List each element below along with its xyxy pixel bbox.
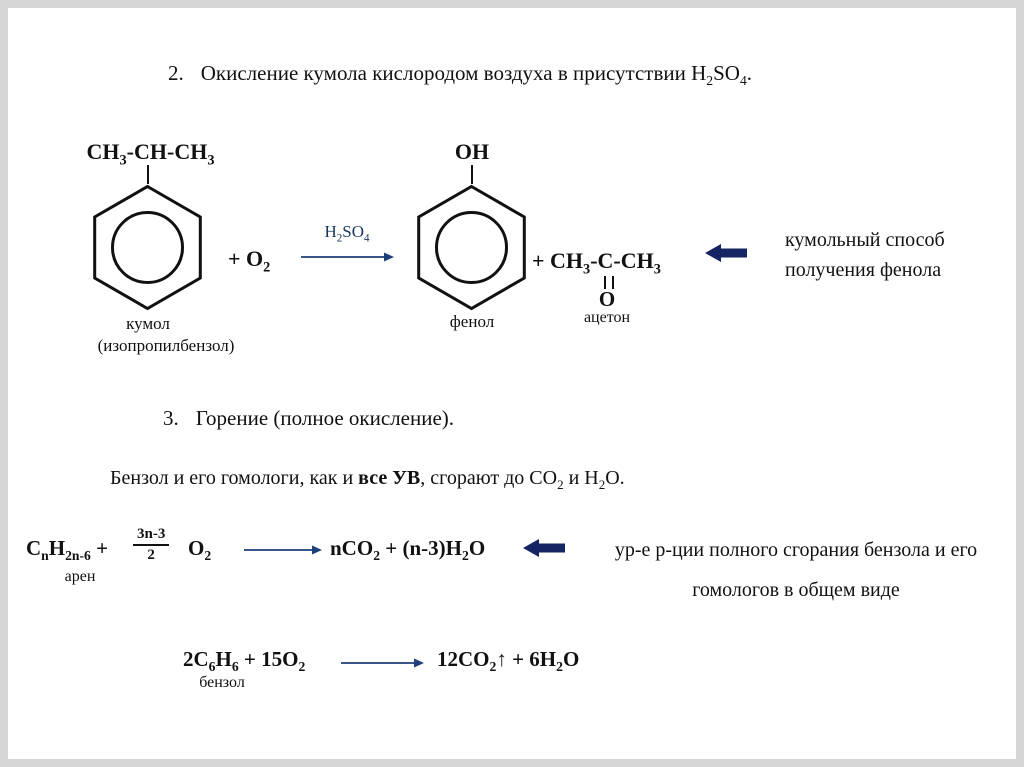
general-equation-fraction: 3n-3 2 [133, 526, 170, 564]
general-equation-note-line2: гомологов в общем виде [692, 579, 900, 601]
double-bond-icon [604, 276, 614, 289]
arene-label: арен [64, 568, 96, 585]
general-equation-note-line1: ур-е р-ции полного сгорания бензола и ег… [614, 539, 978, 561]
catalyst-label: H2SO4 [324, 222, 370, 245]
cumene-process-note: кумольный способ получения фенола [785, 225, 945, 285]
plus-oxygen-formula: + O2 [228, 246, 271, 276]
general-equation-rhs: nCO2 + (n-3)H2O [330, 536, 486, 564]
single-bond-line [471, 165, 473, 184]
phenol-name-label: фенол [449, 312, 495, 331]
callout-arrow-left-icon [523, 539, 565, 557]
section-2-heading: 2. Окисление кумола кислородом воздуха в … [168, 61, 753, 89]
cumene-process-note-line2: получения фенола [785, 259, 942, 281]
section-3-number: 3. [163, 406, 179, 430]
acetone-oxygen-atom: O [598, 287, 616, 311]
cumene-alt-name-label: (изопропилбензол) [97, 336, 235, 355]
general-equation-oxygen: O2 [188, 536, 212, 564]
cumene-name-label: кумол [126, 314, 170, 333]
callout-arrow-left-icon [705, 244, 747, 262]
benzene-equation-rhs: 12CO2↑ + 6H2O [437, 647, 580, 675]
section-2-title: Окисление кумола кислородом воздуха в пр… [200, 61, 753, 89]
cumene-substituent-formula: CH3-CH-CH3 [86, 139, 215, 169]
general-equation-note: ур-е р-ции полного сгорания бензола и ег… [588, 530, 1004, 610]
acetone-formula: + CH3-C-CH3 [532, 248, 661, 278]
benzene-label: бензол [199, 674, 245, 691]
combustion-intro-text: Бензол и его гомологи, как и все УВ, сго… [110, 467, 625, 492]
reaction-arrow-icon [301, 252, 394, 262]
benzene-ring-icon [93, 184, 202, 311]
general-equation-lhs: CnH2n-6 + [26, 536, 109, 564]
section-3-heading: 3. Горение (полное окисление). [163, 406, 454, 431]
acetone-name-label: ацетон [583, 309, 631, 326]
benzene-equation-arrow-icon [341, 658, 424, 668]
fraction-numerator: 3n-3 [133, 526, 170, 546]
benzene-ring-icon [417, 184, 526, 311]
single-bond-line [147, 165, 149, 184]
fraction-denominator: 2 [147, 547, 155, 563]
section-3-title: Горение (полное окисление). [195, 406, 455, 430]
benzene-equation-lhs: 2C6H6 + 15O2 [183, 647, 306, 675]
section-2-number: 2. [168, 61, 184, 85]
combustion-arrow-icon [244, 545, 322, 555]
cumene-process-note-line1: кумольный способ [785, 229, 945, 251]
phenol-substituent-formula: OH [454, 139, 490, 164]
